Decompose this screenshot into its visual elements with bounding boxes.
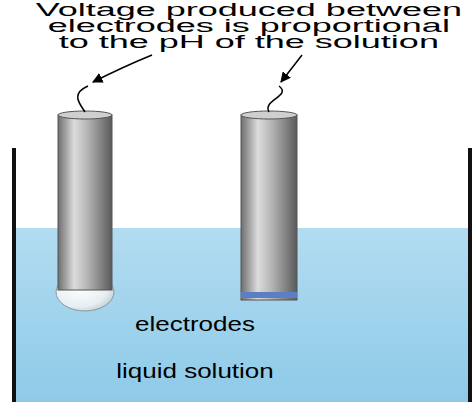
leader-arrow: [93, 55, 152, 82]
electrode-body: [241, 115, 297, 300]
electrode-cap: [58, 111, 112, 119]
electrode-cap: [241, 111, 297, 119]
beaker-wall: [468, 148, 472, 402]
electrode-junction: [241, 292, 297, 298]
part-label: liquid solution: [85, 360, 306, 382]
leader-arrow: [281, 55, 302, 82]
caption-note: Voltage produced between electrodes is p…: [31, 2, 466, 50]
beaker-wall: [12, 148, 16, 402]
part-label: electrodes: [111, 313, 280, 335]
wire: [268, 86, 282, 112]
wire: [78, 86, 88, 112]
electrode-body: [58, 115, 112, 290]
